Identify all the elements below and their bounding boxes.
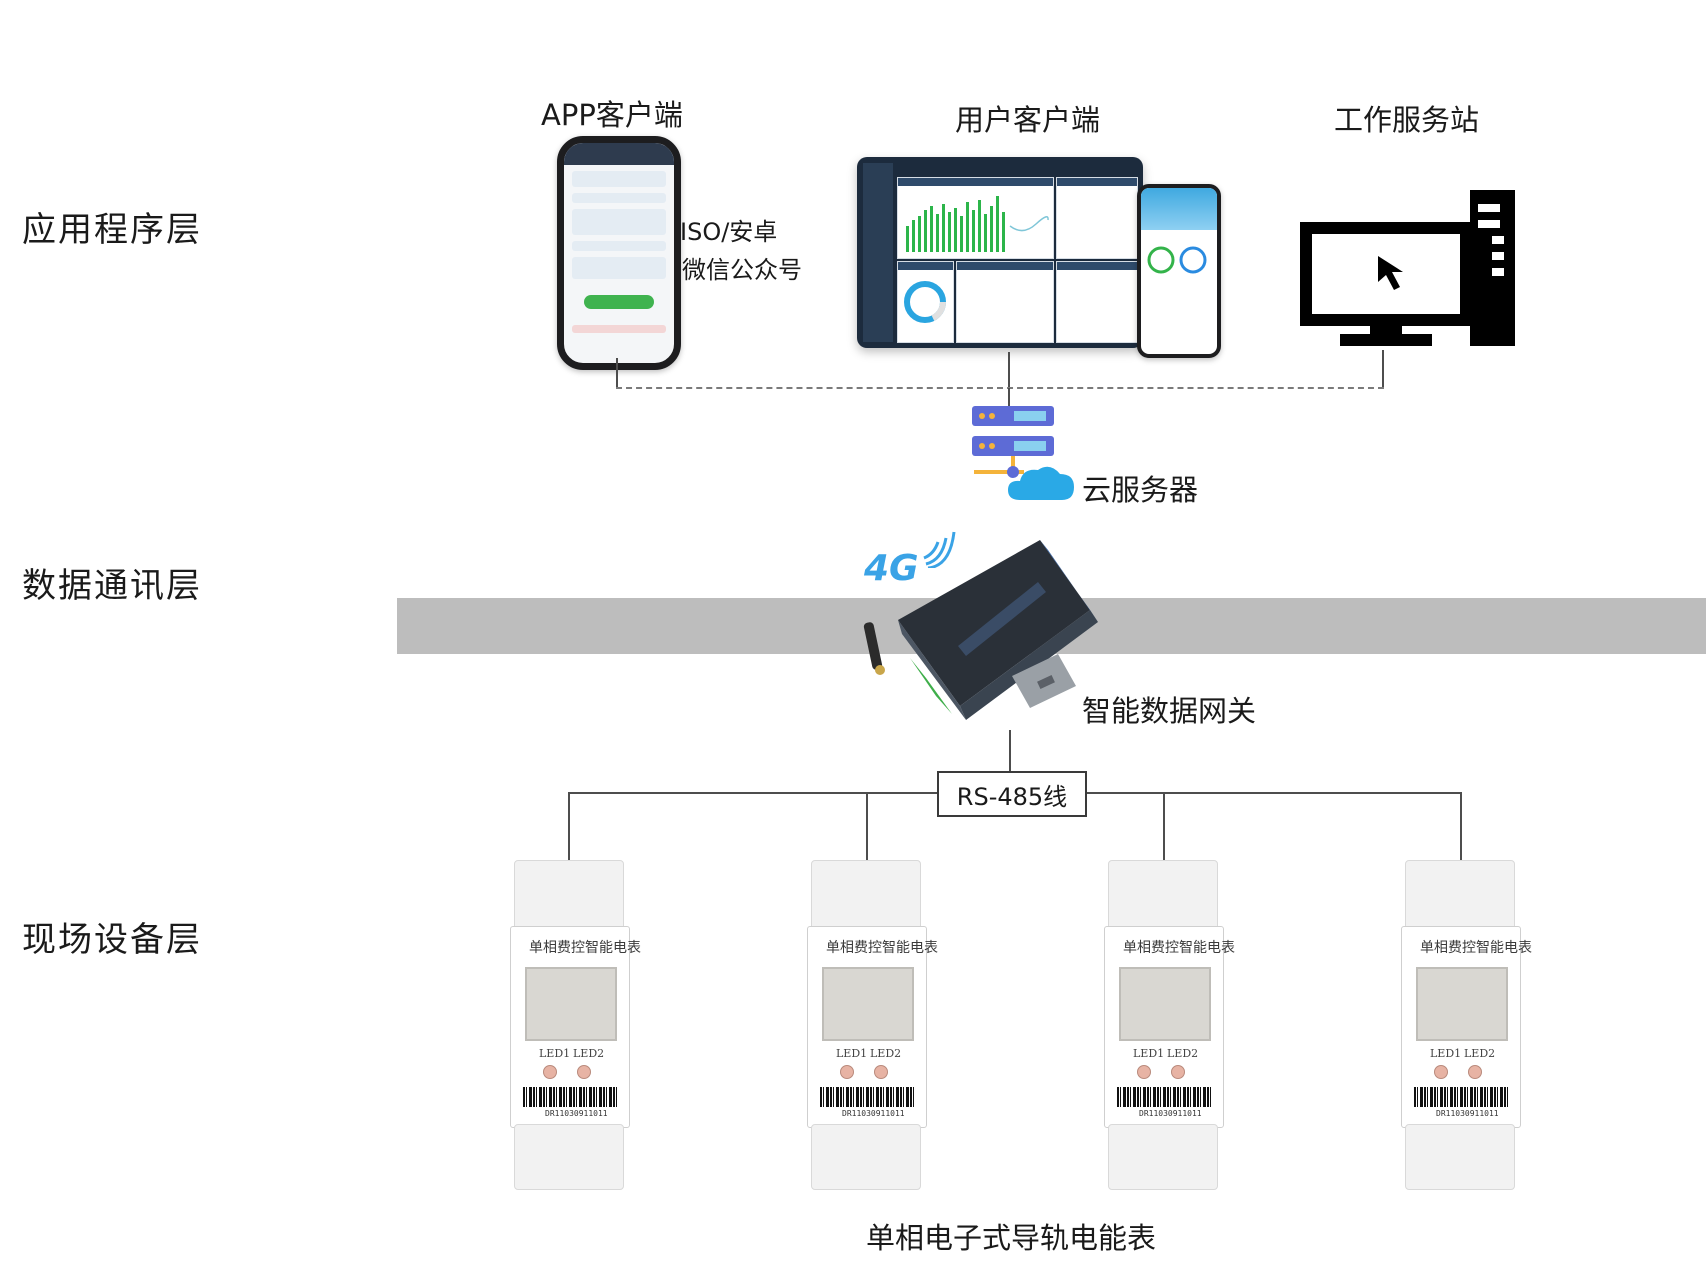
dashboard-donut-icon <box>904 281 946 323</box>
mobile-gauges-icon <box>1147 246 1207 274</box>
barcode-image <box>820 1087 914 1107</box>
led2-label: LED2 <box>573 1047 605 1060</box>
app-phone-image <box>557 136 681 370</box>
led1-indicator <box>1137 1065 1151 1079</box>
led1-label: LED1 <box>1133 1047 1165 1060</box>
cloud-server-caption: 云服务器 <box>1082 473 1199 507</box>
signal-4g-label: 4G <box>864 548 919 589</box>
meter-title: 单相费控智能电表 <box>1123 940 1235 956</box>
meter-title: 单相费控智能电表 <box>826 940 938 956</box>
meter-lcd <box>1119 967 1211 1041</box>
app-client-caption: APP客户端 <box>541 98 683 132</box>
workstation-caption: 工作服务站 <box>1334 103 1480 137</box>
meter-device-3: 单相费控智能电表 LED1 LED2 DR11030911011 <box>1104 860 1235 1190</box>
user-dashboard-image <box>857 157 1143 348</box>
led2-label: LED2 <box>1464 1047 1496 1060</box>
gateway-device-image <box>863 540 1098 720</box>
wifi-signal-icon <box>923 531 956 568</box>
led1-label: LED1 <box>1430 1047 1462 1060</box>
meter-drop-1 <box>568 793 570 861</box>
meter-serial: DR11030911011 <box>1139 1109 1202 1118</box>
meter-device-1: 单相费控智能电表 LED1 LED2 DR11030911011 <box>510 860 641 1190</box>
barcode-image <box>523 1087 617 1107</box>
cloud-server-icon <box>972 406 1074 500</box>
led2-indicator <box>577 1065 591 1079</box>
led2-indicator <box>1171 1065 1185 1079</box>
rs485-label-box: RS-485线 <box>937 771 1087 817</box>
dashboard-bar-chart-icon <box>906 196 1049 252</box>
meter-serial: DR11030911011 <box>545 1109 608 1118</box>
workstation-computer-icon <box>1300 190 1515 346</box>
led1-label: LED1 <box>539 1047 571 1060</box>
meter-title: 单相费控智能电表 <box>1420 940 1532 956</box>
meter-device-4: 单相费控智能电表 LED1 LED2 DR11030911011 <box>1401 860 1532 1190</box>
meter-drop-3 <box>1163 793 1165 861</box>
connector-cloud <box>1008 388 1010 406</box>
led1-indicator <box>1434 1065 1448 1079</box>
meter-lcd <box>1416 967 1508 1041</box>
barcode-image <box>1414 1087 1508 1107</box>
meter-drop-2 <box>866 793 868 861</box>
connector-workstation <box>1382 350 1384 388</box>
app-platform-note: ISO/安卓 <box>680 218 778 246</box>
app-wechat-note: 微信公众号 <box>682 256 802 284</box>
connector-app <box>616 358 618 388</box>
led2-indicator <box>874 1065 888 1079</box>
user-mobile-image <box>1137 184 1221 358</box>
meter-lcd <box>822 967 914 1041</box>
meter-device-2: 单相费控智能电表 LED1 LED2 DR11030911011 <box>807 860 938 1190</box>
rs485-label: RS-485线 <box>956 782 1068 811</box>
led1-indicator <box>543 1065 557 1079</box>
layer-label-application: 应用程序层 <box>22 210 202 250</box>
meter-serial: DR11030911011 <box>1436 1109 1499 1118</box>
meter-serial: DR11030911011 <box>842 1109 905 1118</box>
meter-lcd <box>525 967 617 1041</box>
gateway-caption: 智能数据网关 <box>1082 694 1257 728</box>
gateway-bus-drop <box>1009 730 1011 772</box>
led2-label: LED2 <box>870 1047 902 1060</box>
meter-drop-4 <box>1460 793 1462 861</box>
client-dashed-link <box>616 387 1384 389</box>
barcode-image <box>1117 1087 1211 1107</box>
user-client-caption: 用户客户端 <box>955 103 1101 137</box>
led1-indicator <box>840 1065 854 1079</box>
led2-indicator <box>1468 1065 1482 1079</box>
led2-label: LED2 <box>1167 1047 1199 1060</box>
connector-user <box>1008 352 1010 388</box>
meter-title: 单相费控智能电表 <box>529 940 641 956</box>
meters-caption: 单相电子式导轨电能表 <box>866 1221 1157 1255</box>
layer-label-communication: 数据通讯层 <box>22 566 202 606</box>
led1-label: LED1 <box>836 1047 868 1060</box>
layer-label-field: 现场设备层 <box>22 920 202 960</box>
